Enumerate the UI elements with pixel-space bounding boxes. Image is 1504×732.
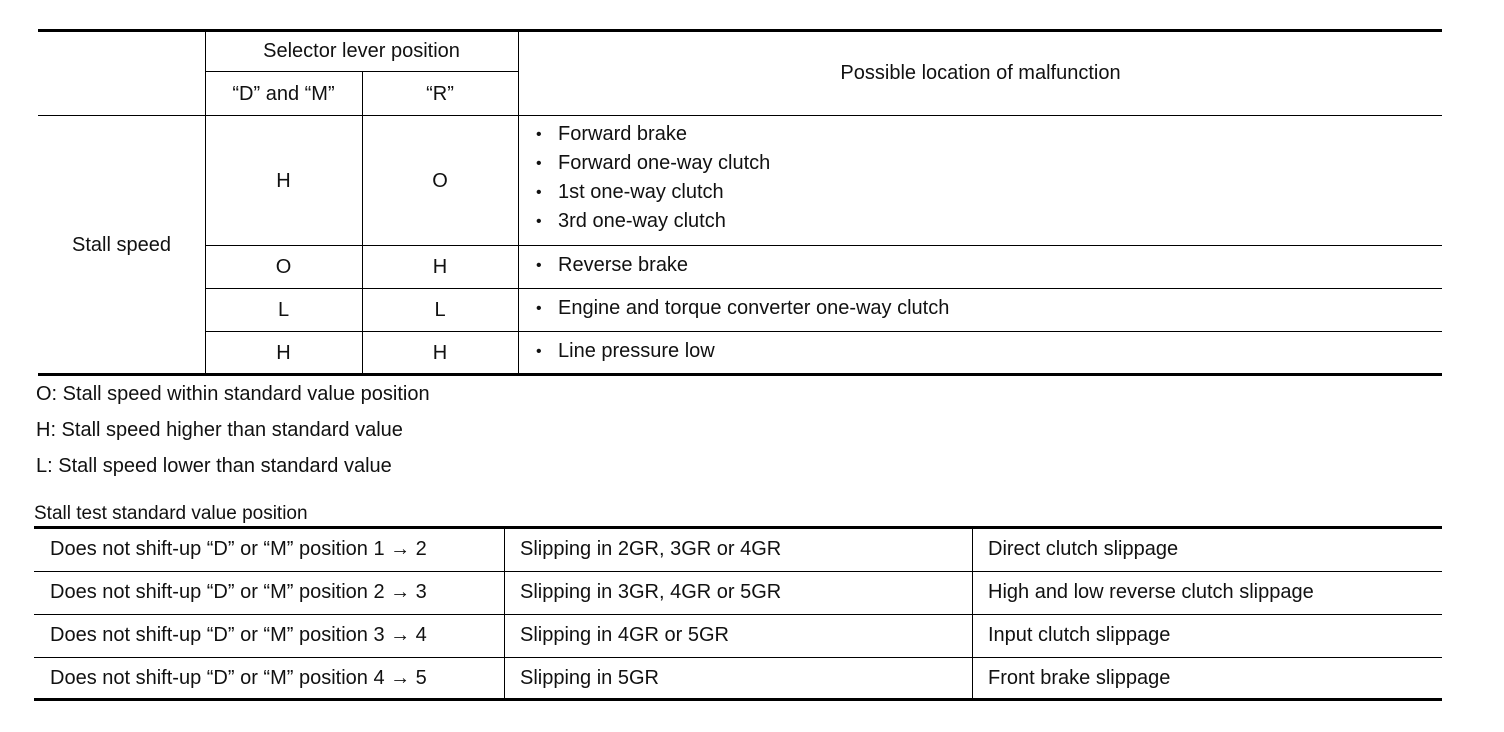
table2-col-divider — [972, 528, 973, 700]
header-r: “R” — [426, 82, 454, 105]
row1-dm-value: H — [276, 169, 291, 192]
legend-h: H: Stall speed higher than standard valu… — [36, 419, 403, 441]
table-row-symptom: Slipping in 2GR, 3GR or 4GR — [520, 538, 782, 560]
list-item: Forward brake — [534, 120, 770, 149]
table1-top-border — [38, 29, 1442, 32]
table-row-cause: Front brake slippage — [988, 667, 1171, 689]
list-item: 3rd one-way clutch — [534, 207, 770, 236]
table1-header-subdivider — [205, 71, 519, 72]
list-item: Reverse brake — [534, 251, 688, 280]
table-row-cause: High and low reverse clutch slippage — [988, 581, 1314, 603]
row2-malfunction-list: Reverse brake — [534, 251, 688, 280]
table-row-condition: Does not shift-up “D” or “M” position 4 … — [50, 667, 427, 689]
list-item: Forward one-way clutch — [534, 149, 770, 178]
row1-r-value: O — [432, 169, 448, 192]
row4-dm-value: H — [276, 341, 291, 364]
table1-row-divider — [205, 288, 1442, 289]
table-row-symptom: Slipping in 4GR or 5GR — [520, 624, 729, 646]
table-row-symptom: Slipping in 3GR, 4GR or 5GR — [520, 581, 782, 603]
row4-r-value: H — [432, 341, 448, 364]
row-label-stall-speed: Stall speed — [72, 233, 171, 256]
table2-bottom-border — [34, 698, 1442, 701]
table2-row-divider — [34, 657, 1442, 658]
table2-row-divider — [34, 614, 1442, 615]
table2-top-border — [34, 526, 1442, 529]
row3-malfunction-list: Engine and torque converter one-way clut… — [534, 294, 949, 323]
legend-l: L: Stall speed lower than standard value — [36, 455, 392, 477]
table-row-condition: Does not shift-up “D” or “M” position 2 … — [50, 581, 427, 603]
table-row-cause: Input clutch slippage — [988, 624, 1171, 646]
row1-malfunction-list: Forward brake Forward one-way clutch 1st… — [534, 120, 770, 236]
list-item: Engine and torque converter one-way clut… — [534, 294, 949, 323]
header-d-and-m: “D” and “M” — [232, 82, 335, 105]
legend-o: O: Stall speed within standard value pos… — [36, 383, 430, 405]
table1-row-divider — [205, 245, 1442, 246]
header-selector-lever-position: Selector lever position — [263, 40, 460, 62]
table-row-cause: Direct clutch slippage — [988, 538, 1179, 560]
list-item: 1st one-way clutch — [534, 178, 770, 207]
table1-col-divider — [518, 31, 519, 374]
table2-title: Stall test standard value position — [34, 503, 308, 524]
row4-malfunction-list: Line pressure low — [534, 337, 715, 366]
table-row-condition: Does not shift-up “D” or “M” position 1 … — [50, 538, 427, 560]
table1-row-divider — [205, 331, 1442, 332]
list-item: Line pressure low — [534, 337, 715, 366]
table1-bottom-border — [38, 373, 1442, 376]
row3-r-value: L — [434, 299, 446, 321]
row2-dm-value: O — [275, 256, 292, 278]
table1-col-divider — [205, 31, 206, 374]
table1-header-bottom — [38, 115, 1442, 116]
table-row-symptom: Slipping in 5GR — [520, 667, 659, 689]
row2-r-value: H — [432, 256, 448, 278]
table1-col-divider — [362, 72, 363, 374]
table-row-condition: Does not shift-up “D” or “M” position 3 … — [50, 624, 427, 646]
row3-dm-value: L — [277, 299, 290, 321]
table2-col-divider — [504, 528, 505, 700]
header-possible-location: Possible location of malfunction — [840, 62, 1121, 84]
table2-row-divider — [34, 571, 1442, 572]
